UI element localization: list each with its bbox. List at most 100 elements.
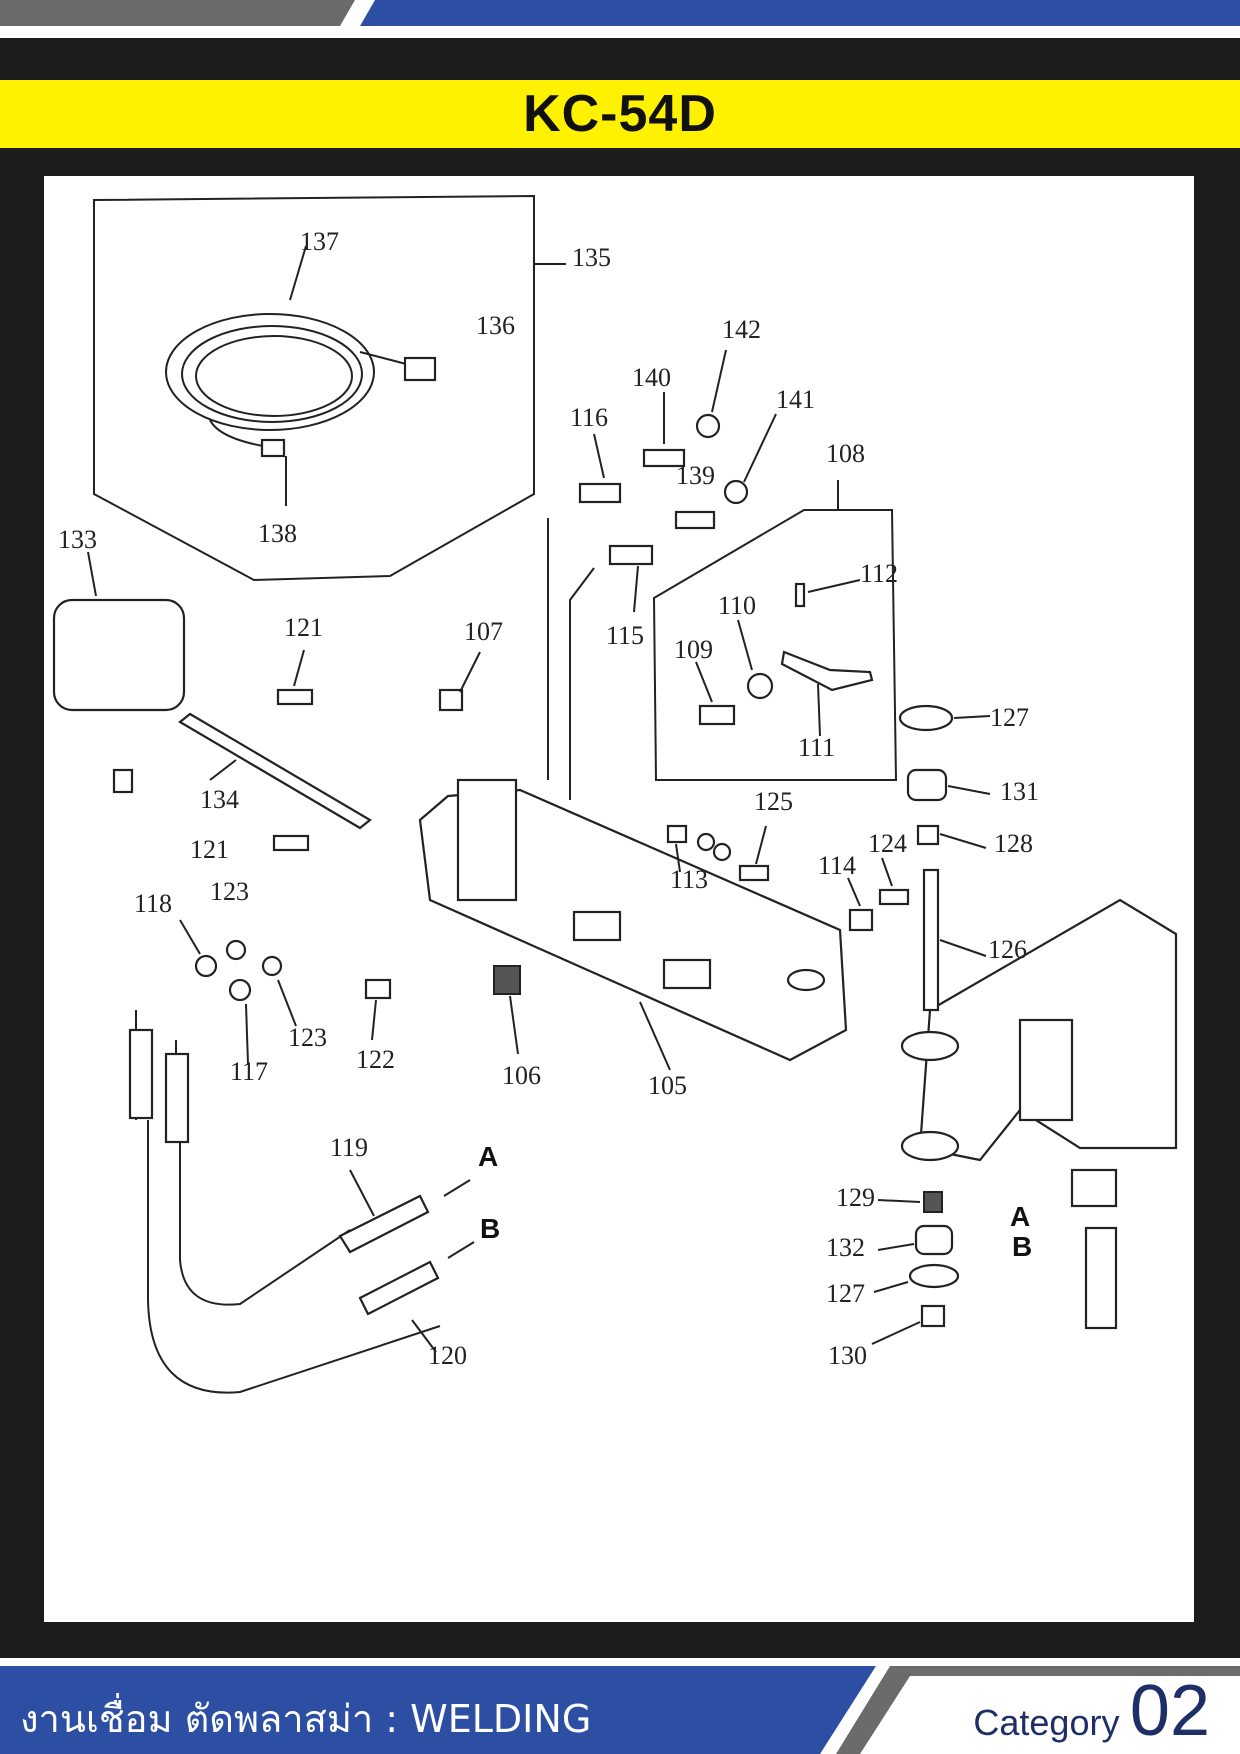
part-label: 127 [826, 1279, 865, 1308]
part-label: 134 [200, 785, 239, 814]
part-label: 121 [190, 835, 229, 864]
part-label: 130 [828, 1341, 867, 1370]
fitting-116-icon [578, 482, 622, 504]
sleeve-129-icon [923, 1191, 943, 1213]
part-label: 108 [826, 439, 865, 468]
part-label: 105 [648, 1071, 687, 1100]
fitting-139-icon [674, 510, 716, 530]
cable-kit-box [93, 194, 535, 582]
pin-112-icon [794, 582, 806, 608]
part-label: 125 [754, 787, 793, 816]
part-label: 129 [836, 1183, 875, 1212]
part-label: 139 [676, 461, 715, 490]
part-label: 124 [868, 829, 907, 858]
bolt-122-icon [364, 978, 392, 1000]
part-label: 142 [722, 315, 761, 344]
part-label: 111 [798, 733, 835, 762]
cable-coil-icon [165, 313, 375, 431]
screw-121-icon [276, 688, 314, 706]
nut-141-icon [723, 479, 749, 505]
exploded-parts-diagram: 137 135 136 142 140 141 116 108 139 138 … [44, 176, 1194, 1622]
nut-110-icon [746, 672, 774, 700]
part-label: 140 [632, 363, 671, 392]
screw-121b-icon [272, 834, 310, 852]
pin-126-icon [922, 868, 940, 1012]
part-label: 123 [210, 877, 249, 906]
part-label: 113 [670, 865, 708, 894]
arm-105-icon [418, 788, 848, 1062]
arm-slot-icon [662, 958, 712, 990]
port-label: A [1010, 1201, 1030, 1232]
part-label: 126 [988, 935, 1027, 964]
part-label: 133 [58, 525, 97, 554]
part-label: 136 [476, 311, 515, 340]
part-label: 112 [860, 559, 898, 588]
fitting-115-icon [608, 544, 654, 566]
part-label: 119 [330, 1133, 368, 1162]
fitting-140-icon [642, 448, 686, 468]
part-label: 131 [1000, 777, 1039, 806]
part-label: 118 [134, 889, 172, 918]
part-label: 135 [572, 243, 611, 272]
bearing-131-icon [906, 768, 948, 802]
footer-section-title: งานเชื่อม ตัดพลาสม่า : WELDING [20, 1697, 592, 1741]
category-label: Category [973, 1702, 1120, 1743]
plug-138-icon [260, 438, 286, 458]
part-label: 141 [776, 385, 815, 414]
part-label: 127 [990, 703, 1029, 732]
bushing-106-icon [493, 965, 521, 995]
part-label: 107 [464, 617, 503, 646]
part-label: 132 [826, 1233, 865, 1262]
washer-123-icon [225, 939, 247, 961]
part-label: 109 [674, 635, 713, 664]
part-label: 116 [570, 403, 608, 432]
footer-band [0, 1658, 1240, 1754]
valve-body-icon [1084, 1226, 1118, 1330]
port-label: B [480, 1213, 500, 1244]
bolt-125-icon [738, 864, 770, 882]
part-label: 117 [230, 1057, 268, 1086]
category-number: 02 [1129, 1671, 1210, 1751]
part-label: 138 [258, 519, 297, 548]
washer-127-icon [898, 704, 954, 732]
head-bracket-icon [456, 778, 518, 902]
part-label: 120 [428, 1341, 467, 1370]
part-label: 122 [356, 1045, 395, 1074]
port-label: B [1012, 1231, 1032, 1262]
part-label: 114 [818, 851, 856, 880]
fitting-119-icon [338, 1194, 430, 1254]
bolt-109-icon [698, 704, 736, 726]
part-label: 137 [300, 227, 339, 256]
frame-window-icon [1018, 1018, 1074, 1122]
sleeve-113-icon [666, 824, 688, 844]
bearing-132-icon [914, 1224, 954, 1256]
lever-111-icon [780, 650, 874, 692]
sleeve-128-icon [916, 824, 940, 846]
lever-kit-box [652, 509, 898, 781]
bolt-124-icon [878, 888, 910, 906]
nut-130-icon [920, 1304, 946, 1328]
switch-box-133-icon [52, 598, 186, 712]
arm-slot-icon [572, 910, 622, 942]
bushing-114-icon [848, 908, 874, 932]
title-bar: KC-54D [0, 80, 1240, 148]
top-decor-band [0, 0, 1240, 38]
category-indicator: Category 02 [973, 1670, 1210, 1752]
part-label: 110 [718, 591, 756, 620]
washer-127b-icon [908, 1263, 960, 1289]
part-label: 121 [284, 613, 323, 642]
screw-icon [112, 768, 134, 794]
page-title: KC-54D [523, 85, 717, 143]
part-label: 123 [288, 1023, 327, 1052]
rod-134-icon [178, 712, 372, 830]
nut-118-icon [194, 954, 218, 978]
bolt-107-icon [438, 688, 464, 712]
part-label: 128 [994, 829, 1033, 858]
nut-142-icon [695, 413, 721, 439]
nut-117-icon [228, 978, 252, 1002]
port-label: A [478, 1141, 498, 1172]
washer-123b-icon [261, 955, 283, 977]
part-label: 115 [606, 621, 644, 650]
part-label: 106 [502, 1061, 541, 1090]
connector-136-icon [403, 356, 437, 382]
